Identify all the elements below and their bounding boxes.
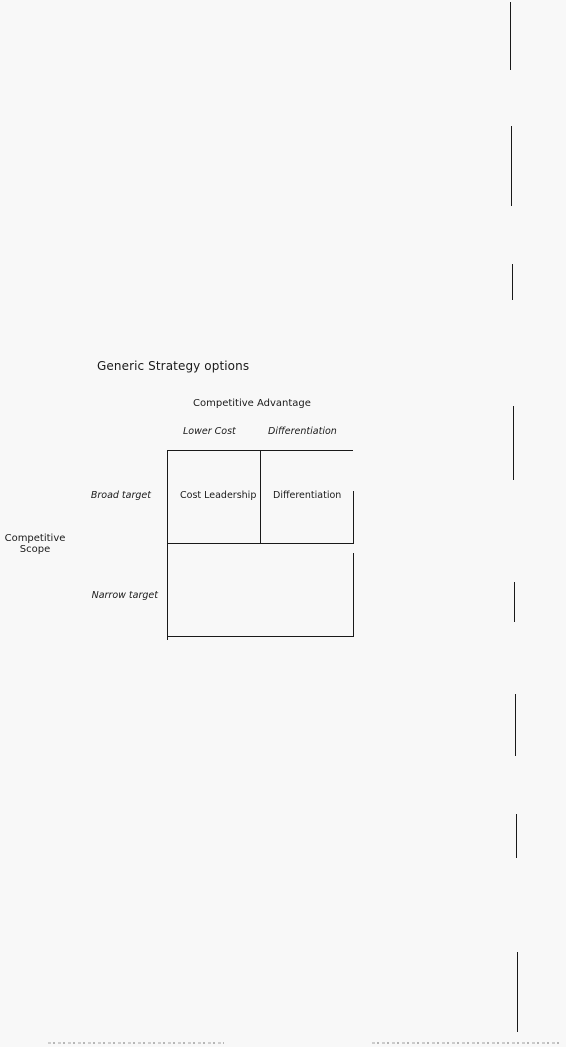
grid-right-line-lower: [353, 553, 354, 637]
edge-stroke: [512, 264, 513, 300]
grid-center-line: [167, 543, 353, 544]
edge-stroke: [515, 694, 516, 756]
edge-stroke: [516, 814, 517, 858]
grid-right-line-upper: [353, 491, 354, 544]
footer-artifact: [48, 1042, 224, 1044]
row-label-narrow-target: Narrow target: [91, 590, 158, 601]
grid-middle-line: [260, 450, 261, 544]
competitive-scope-line-2: Scope: [19, 544, 51, 555]
competitive-advantage-label: Competitive Advantage: [193, 398, 311, 409]
grid-left-line: [167, 450, 168, 640]
row-label-broad-target: Broad target: [90, 490, 151, 501]
edge-stroke: [513, 406, 514, 480]
edge-stroke: [510, 2, 511, 70]
edge-stroke: [517, 952, 518, 1032]
cell-cost-leadership: Cost Leadership: [180, 490, 257, 501]
cell-differentiation: Differentiation: [273, 490, 342, 501]
column-label-differentiation: Differentiation: [268, 426, 337, 437]
edge-stroke: [514, 582, 515, 622]
diagram-title: Generic Strategy options: [97, 359, 250, 373]
column-label-lower-cost: Lower Cost: [183, 426, 236, 437]
competitive-scope-line-1: Competitive: [4, 533, 66, 544]
grid-bottom-line: [167, 636, 354, 637]
edge-stroke: [511, 126, 512, 206]
footer-artifact: [372, 1042, 560, 1044]
competitive-scope-label: Competitive Scope: [0, 533, 70, 555]
